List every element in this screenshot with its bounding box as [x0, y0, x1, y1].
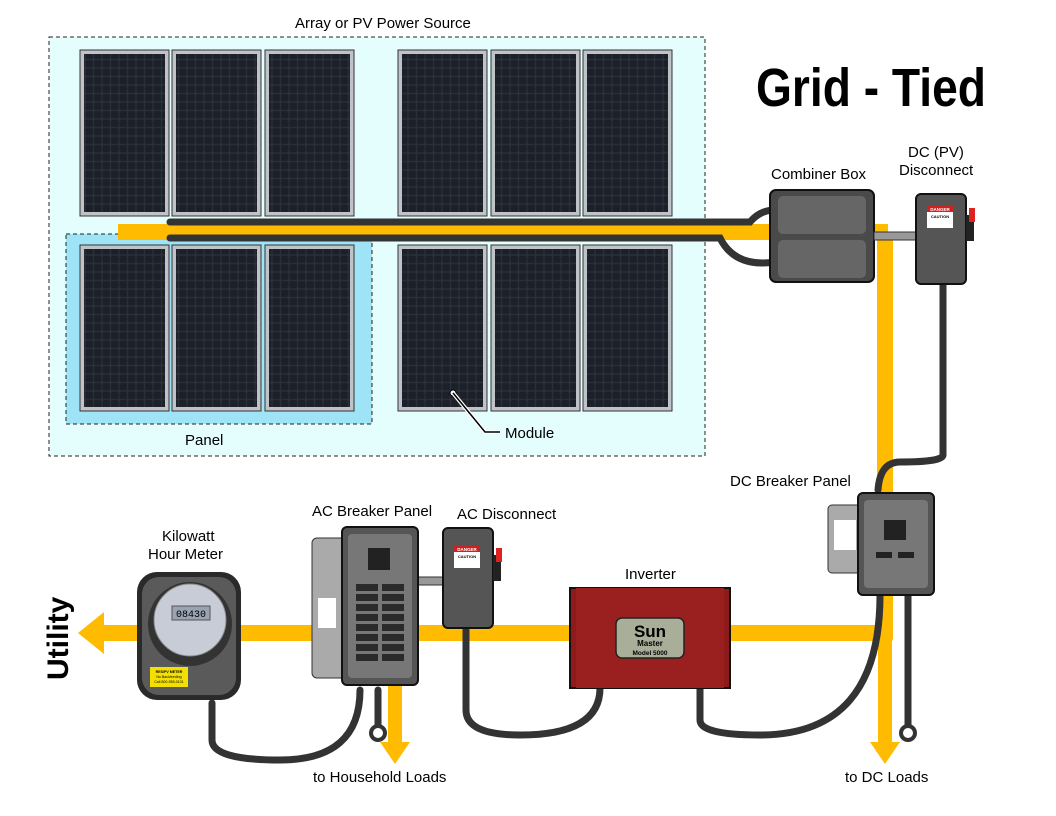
solar-cells	[269, 249, 350, 407]
solar-cells	[587, 54, 668, 212]
solar-cells	[176, 249, 257, 407]
breaker	[356, 634, 378, 641]
solar-cells	[402, 54, 483, 212]
combiner-label: Combiner Box	[771, 166, 867, 183]
solar-cells	[587, 249, 668, 407]
inverter-model: Model 5000	[632, 650, 667, 657]
wire-loop	[369, 724, 387, 742]
meter-sticker-text: No Backfeeding	[156, 675, 181, 679]
meter-sticker-text: Call 800-555-0101	[154, 680, 184, 684]
inverter[interactable]: Sun Master Model 5000	[569, 587, 731, 689]
page-title: Grid - Tied	[756, 58, 986, 118]
breaker	[382, 614, 404, 621]
inverter-brand-2: Master	[637, 639, 663, 648]
dc-breaker-panel[interactable]	[827, 492, 935, 596]
solar-cells	[495, 54, 576, 212]
caution-tag: CAUTION	[458, 554, 476, 559]
kilowatt-hour-meter: 08430 RES/PV METER No Backfeeding Call 8…	[137, 572, 241, 700]
breaker	[356, 604, 378, 611]
breaker	[356, 624, 378, 631]
breakers	[356, 584, 404, 661]
combiner-box[interactable]	[769, 189, 919, 283]
danger-tag: DANGER	[457, 547, 477, 552]
breaker	[382, 644, 404, 651]
dc-disconnect-label-2: Disconnect	[899, 162, 974, 179]
dc-disconnect-label: DC (PV)	[908, 144, 964, 161]
breaker	[382, 634, 404, 641]
solar-cells	[402, 249, 483, 407]
module-pointer	[449, 389, 500, 434]
danger-tag: DANGER	[930, 207, 950, 212]
ac-breaker-panel[interactable]	[311, 526, 419, 686]
solar-cells	[269, 54, 350, 212]
breaker	[382, 594, 404, 601]
ac-breaker-label: AC Breaker Panel	[312, 503, 432, 520]
inverter-brand: Sun	[634, 622, 666, 641]
array-label: Array or PV Power Source	[295, 15, 471, 32]
ac-disconnect[interactable]: DANGER CAUTION	[417, 527, 502, 629]
panel-label: Panel	[185, 432, 223, 449]
breaker	[356, 614, 378, 621]
solar-cells	[84, 249, 165, 407]
solar-modules	[79, 49, 673, 412]
utility-label: Utility	[42, 596, 75, 680]
caution-tag: CAUTION	[931, 214, 949, 219]
meter-reading: 08430	[176, 610, 206, 621]
solar-cells	[84, 54, 165, 212]
dc-breaker-label: DC Breaker Panel	[730, 473, 851, 490]
meter-sticker-text: RES/PV METER	[156, 670, 183, 674]
breaker	[382, 584, 404, 591]
household-loads-label: to Household Loads	[313, 769, 446, 786]
solar-cells	[495, 249, 576, 407]
ac-disconnect-label: AC Disconnect	[457, 506, 557, 523]
breaker	[382, 654, 404, 661]
module-label: Module	[505, 425, 554, 442]
meter-label-2: Hour Meter	[148, 546, 223, 563]
meter-label: Kilowatt	[162, 528, 215, 545]
dc-loads-label: to DC Loads	[845, 769, 928, 786]
solar-cells	[176, 54, 257, 212]
breaker	[356, 594, 378, 601]
breaker	[382, 604, 404, 611]
breaker	[356, 584, 378, 591]
breaker	[382, 624, 404, 631]
dc-disconnect[interactable]: DANGER CAUTION	[915, 193, 975, 285]
breaker	[356, 654, 378, 661]
wire-loop	[899, 724, 917, 742]
inverter-label: Inverter	[625, 566, 676, 583]
breaker	[356, 644, 378, 651]
